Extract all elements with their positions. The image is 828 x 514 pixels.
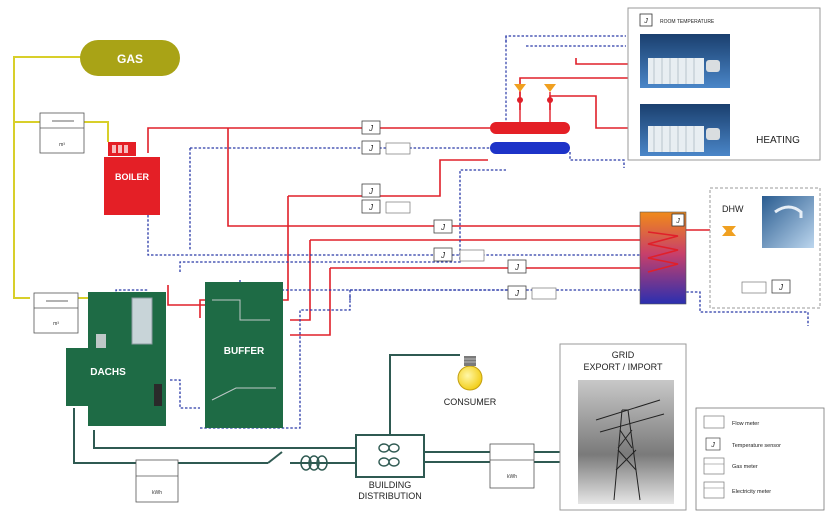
elec-meter-right-unit: kWh: [507, 474, 517, 480]
sensor-row-1: J: [361, 120, 381, 135]
gas-meter-bottom: m³: [33, 292, 79, 334]
room-temperature-label: ROOM TEMPERATURE: [660, 19, 715, 25]
boiler-label: BOILER: [115, 172, 150, 182]
dhw-tank-sensor-symbol: J: [675, 218, 680, 225]
dhw-label: DHW: [722, 204, 744, 214]
tap-photo: [762, 196, 814, 248]
buffer-label: BUFFER: [224, 346, 265, 357]
sensor-symbol: J: [778, 283, 784, 292]
heating-label: HEATING: [756, 135, 800, 146]
sensor-symbol: J: [440, 251, 446, 260]
sensor-symbol: J: [514, 263, 520, 272]
sensor-row-8: J: [507, 285, 557, 300]
building-label-line1: BUILDING: [369, 480, 412, 490]
grid-label-line2: EXPORT / IMPORT: [583, 362, 663, 372]
sensor-symbol: J: [368, 144, 374, 153]
sensor-row-6: J: [433, 247, 485, 262]
sensor-dhw-return: J: [741, 279, 791, 294]
gas-label: GAS: [117, 52, 143, 66]
gas-meter-bottom-unit: m³: [53, 321, 59, 327]
consumer-bulb: CONSUMER: [444, 356, 497, 407]
buffer-tank: BUFFER: [205, 282, 283, 428]
legend-temperature-sensor: Temperature sensor: [732, 443, 781, 449]
building-label-line2: DISTRIBUTION: [358, 491, 422, 501]
dachs-label: DACHS: [90, 367, 126, 378]
sensor-row-7: J: [507, 259, 527, 274]
heating-manifold: [490, 36, 570, 154]
building-distribution: BUILDING DISTRIBUTION: [355, 434, 425, 501]
room-temp-sensor-symbol: J: [643, 18, 648, 25]
pylon-photo: [578, 380, 674, 504]
legend-gas-meter: Gas meter: [732, 464, 758, 470]
gas-meter-top-unit: m³: [59, 142, 65, 148]
dhw-tank: J: [639, 211, 687, 305]
grid-panel: GRID EXPORT / IMPORT: [559, 343, 687, 511]
sensor-row-4: J: [361, 199, 411, 214]
sensor-symbol: J: [440, 223, 446, 232]
gas-meter-top: m³: [39, 112, 85, 154]
legend-flow-meter: Flow meter: [732, 421, 759, 427]
sensor-row-3: J: [361, 183, 381, 198]
sensor-row-2: J: [361, 140, 411, 155]
gas-source: GAS: [80, 40, 180, 76]
consumer-label: CONSUMER: [444, 397, 497, 407]
sensor-symbol: J: [368, 124, 374, 133]
elec-meter-left: kWh: [135, 459, 179, 503]
legend-electricity-meter: Electricity meter: [732, 489, 771, 495]
legend: Flow meter J Temperature sensor Gas mete…: [695, 407, 825, 511]
sensor-symbol: J: [368, 187, 374, 196]
legend-sensor-symbol: J: [710, 442, 715, 449]
grid-label-line1: GRID: [612, 350, 635, 360]
elec-meter-left-unit: kWh: [152, 490, 162, 496]
dachs-chp-unit: DACHS: [66, 292, 166, 426]
boiler: BOILER: [104, 142, 160, 215]
sensor-row-5: J: [433, 219, 453, 234]
heating-panel: J ROOM TEMPERATURE HEATING: [627, 7, 821, 161]
inverter-coil: [300, 455, 328, 471]
switch: [267, 451, 296, 464]
sensor-symbol: J: [514, 289, 520, 298]
sensor-symbol: J: [368, 203, 374, 212]
elec-meter-right: kWh: [489, 443, 535, 489]
